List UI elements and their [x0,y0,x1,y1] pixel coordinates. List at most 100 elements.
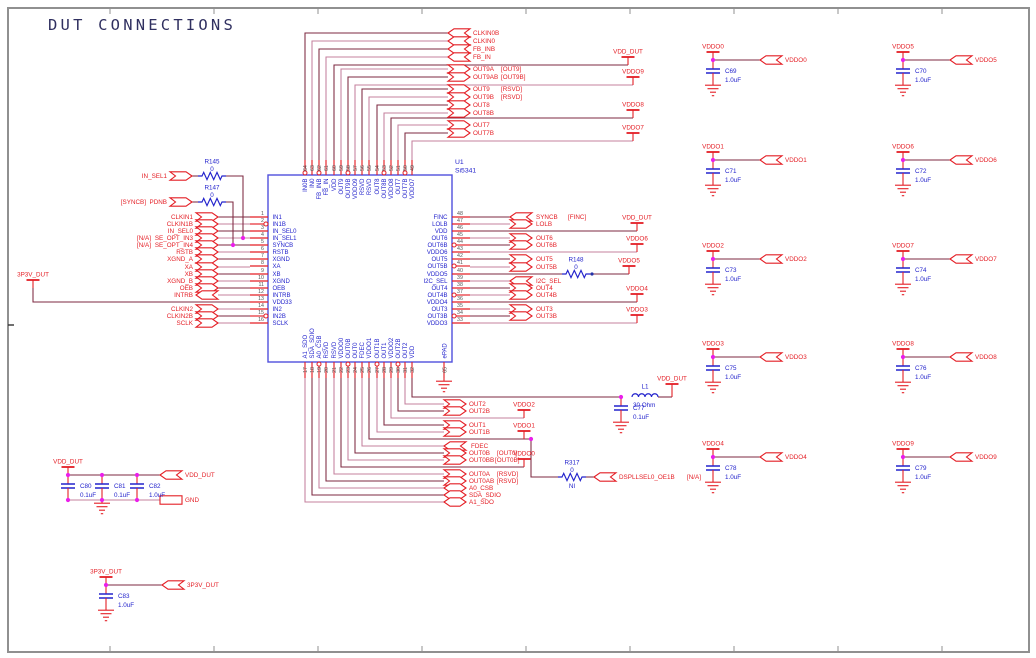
chip-partnumber: Si5341 [455,168,476,175]
pin-name: VDDO9 [353,178,359,199]
pin-name: VDDO7 [410,178,416,199]
pin-number: 8 [261,260,264,266]
port-label: VDDO6 [975,157,997,164]
wire [318,378,444,489]
pin-number: 19 [317,367,323,373]
pin-name: OUT0B [346,338,352,358]
port-label: OUT3B [536,313,557,320]
pin-name: VDD [332,178,338,191]
wire [404,378,444,405]
pin-name: XGND [273,279,291,285]
cap-value: 1.0uF [725,374,741,381]
pin-number: 55 [367,165,373,171]
pin-name: OUT8B [382,179,388,199]
net-label: VDDO6 [626,236,648,243]
pin-name: OUT4 [431,286,448,292]
pin-name: A1_SDO [303,334,309,358]
junction-dot [99,472,105,478]
pin-name: OUT3B [427,314,447,320]
pin-number: 63 [310,165,316,171]
cap-value: 1.0uF [118,602,134,609]
port-shape [949,155,974,165]
cap-refdes: C71 [725,168,737,175]
invert-bubble [263,313,269,319]
port-shape [446,64,471,74]
junction-dot [900,454,906,460]
pin-number: 25 [360,367,366,373]
pin-name: XA [273,264,281,270]
port-label: CLKIN1 [171,214,194,221]
net-label: VDD_DUT [613,49,643,56]
port-OUT9: OUT9[RSVD] [446,84,522,94]
pin-number: 20 [324,367,330,373]
port-OUT9B: OUT9B[RSVD] [446,92,522,102]
port-label: XGND_A [167,256,194,263]
pin-name: VDD [435,229,448,235]
port-shape [447,44,472,54]
net-label: VDDO3 [626,307,648,314]
cap-value: 0.1uF [80,492,96,499]
pin-number: 10 [258,275,264,281]
net-label: 3P3V_DUT [90,569,122,576]
power-flag-VDDO8: VDDO8 [892,341,914,357]
cap-value: 1.0uF [915,474,931,481]
port-label: OUT0A [469,471,491,478]
port-shape [508,219,533,229]
ind-value: 30 Ohm [633,402,655,409]
port-label: CLKIN2 [171,306,194,313]
cap-value: 1.0uF [915,276,931,283]
pin-number: 59 [339,165,345,171]
port-label: VDDO0 [785,57,807,64]
ground-symbol [895,281,911,296]
port-label: OUT1 [469,422,486,429]
port-OUT8: OUT8 [446,100,490,110]
pin-name: VDDO1 [367,337,373,358]
pin-name: SDA_SDIO [310,328,316,359]
port-OUT8B: OUT8B [446,108,494,118]
port-label: SE_OPT_IN4 [155,242,194,249]
pin-name: OUT7 [396,178,402,195]
port-OUT6B: OUT6B [508,240,557,250]
ground-symbol [895,182,911,197]
power-flag-VDDO6: VDDO6 [892,144,914,160]
pin-name: IN2 [273,307,283,313]
cap-value: 1.0uF [725,77,741,84]
cap-value: 1.0uF [915,177,931,184]
power-flag-VDDO0: VDDO0 [702,44,724,60]
pin-number: 27 [375,367,381,373]
pin-number: 1 [261,211,264,217]
chip-U1: U1Si53411IN12IN1B3IN_SEL04IN_SEL15SYNCB6… [250,159,476,378]
port-label: OUT9B [473,94,494,101]
port-INTRB: INTRB [174,290,220,300]
wire [333,64,628,160]
net-label: VDDO9 [622,69,644,76]
port-shape [194,318,219,328]
net-label: VDDO7 [892,243,914,250]
port-FB_IN: FB_IN [447,52,491,62]
port-shape [759,452,784,462]
net-label: VDDO7 [622,125,644,132]
power-flag-VDDO9: VDDO9 [622,69,644,85]
res-refdes: R147 [204,185,220,192]
port-shape [442,427,467,437]
pin-name: VDDO2 [389,337,395,358]
port-VDDO8: VDDO8 [949,352,997,362]
port-GND: GND [159,495,199,505]
resistor-body [558,472,586,482]
border-frame [7,7,1030,653]
pin-name: VDDO3 [427,321,448,327]
pin-number: 32 [410,367,416,373]
ground-symbol [895,379,911,394]
wire [304,378,444,503]
power-flag-VDDO4: VDDO4 [702,441,724,457]
